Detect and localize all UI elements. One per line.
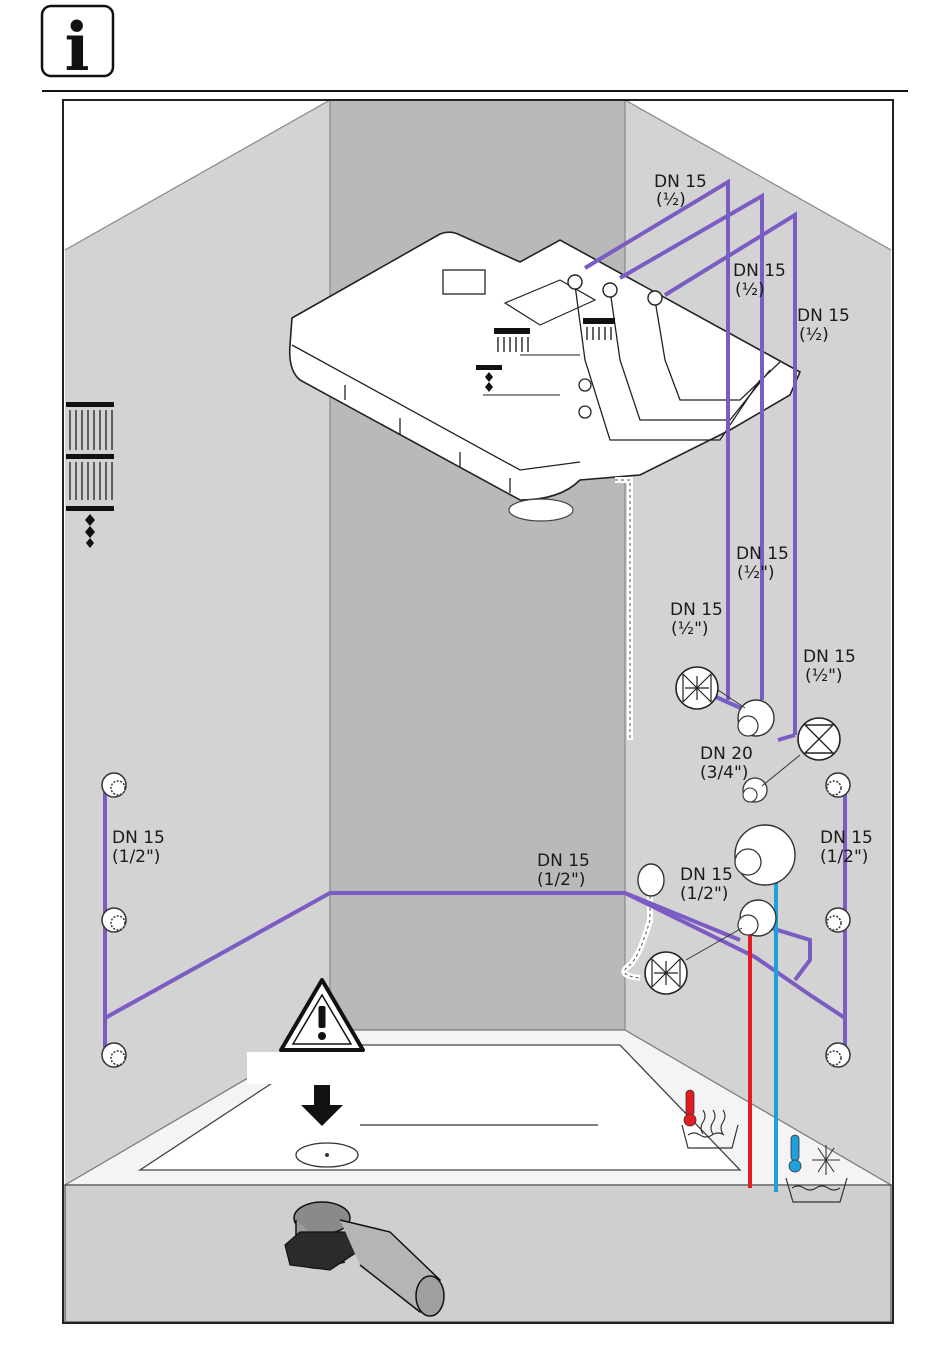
svg-text:(3/4"): (3/4")	[700, 763, 748, 783]
svg-text:DN 20: DN 20	[700, 744, 753, 764]
svg-text:DN 15: DN 15	[803, 647, 856, 667]
svg-text:DN 15: DN 15	[820, 828, 873, 848]
svg-text:DN 15: DN 15	[797, 306, 850, 326]
svg-text:(1/2"): (1/2")	[820, 847, 868, 867]
info-glyph: i	[64, 8, 89, 86]
floor-section	[65, 1185, 891, 1322]
pipe-label-back-wall: DN 15 (1/2")	[537, 851, 590, 890]
svg-text:(½): (½)	[799, 325, 829, 345]
svg-text:(½): (½)	[735, 280, 765, 300]
pipe-label-right-jets: DN 15 (1/2")	[820, 828, 873, 867]
svg-text:(½"): (½")	[805, 666, 843, 686]
svg-text:(1/2"): (1/2")	[680, 884, 728, 904]
svg-text:DN 15: DN 15	[112, 828, 165, 848]
body-jet-nozzle	[102, 908, 126, 932]
pipe-label-main-supply: DN 20 (3/4")	[700, 744, 753, 783]
svg-text:(½"): (½")	[737, 563, 775, 583]
back-wall	[330, 100, 625, 1030]
drain-cover	[296, 1143, 358, 1167]
body-jet-nozzle	[826, 908, 850, 932]
svg-text:DN 15: DN 15	[537, 851, 590, 871]
info-icon: i	[42, 6, 113, 86]
body-jet-nozzle	[826, 773, 850, 797]
svg-text:DN 15: DN 15	[670, 600, 723, 620]
valve-upper	[738, 700, 774, 736]
svg-text:(½"): (½")	[671, 619, 709, 639]
body-jet-nozzle	[826, 1043, 850, 1067]
svg-text:(1/2"): (1/2")	[112, 847, 160, 867]
svg-text:DN 15: DN 15	[680, 865, 733, 885]
thermostatic-mixer	[735, 825, 795, 885]
svg-text:(½): (½)	[656, 190, 686, 210]
pipe-label-mixer: DN 15 (1/2")	[680, 865, 733, 904]
body-jet-nozzle	[102, 1043, 126, 1067]
pipe-label-left-jets: DN 15 (1/2")	[112, 828, 165, 867]
body-jet-nozzle	[102, 773, 126, 797]
svg-text:(1/2"): (1/2")	[537, 870, 585, 890]
svg-text:DN 15: DN 15	[733, 261, 786, 281]
svg-text:DN 15: DN 15	[736, 544, 789, 564]
svg-text:DN 15: DN 15	[654, 172, 707, 192]
